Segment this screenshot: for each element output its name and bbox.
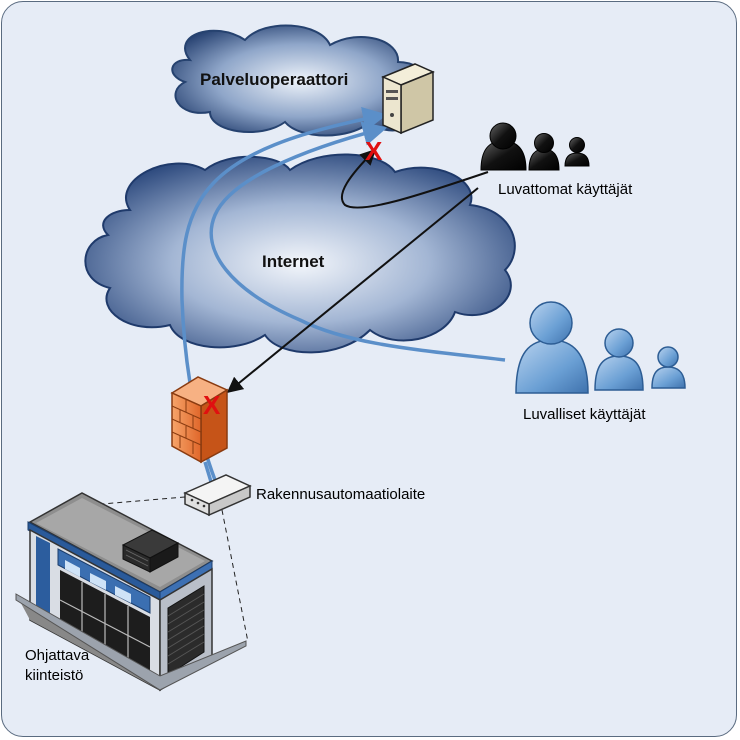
building-icon bbox=[15, 492, 247, 692]
server-icon bbox=[381, 63, 435, 135]
internet-cloud-icon bbox=[84, 153, 516, 354]
unauthorized-connections bbox=[226, 148, 489, 394]
authorized-users-label: Luvalliset käyttäjät bbox=[523, 406, 646, 423]
internet-cloud-label: Internet bbox=[262, 252, 325, 271]
blocked-marker-server: X bbox=[365, 136, 383, 166]
firewall-icon bbox=[170, 376, 229, 464]
unauthorized-user-small bbox=[564, 137, 590, 167]
unauthorized-users-label: Luvattomat käyttäjät bbox=[498, 181, 633, 198]
authorized-user-large bbox=[515, 301, 589, 394]
device-building-link bbox=[77, 496, 249, 643]
building-label: Ohjattava kiinteistö bbox=[25, 647, 90, 684]
operator-cloud-label: Palveluoperaattori bbox=[200, 70, 349, 89]
unauthorized-user-medium bbox=[528, 133, 560, 171]
blocked-marker-firewall: X bbox=[203, 390, 221, 420]
automation-device-label: Rakennusautomaatiolaite bbox=[256, 486, 426, 503]
unauthorized-user-group-icon bbox=[480, 122, 590, 171]
unauthorized-user-large bbox=[480, 122, 527, 171]
authorized-user-small bbox=[651, 346, 686, 389]
network-device-icon bbox=[183, 474, 252, 517]
authorized-user-group-icon bbox=[515, 301, 686, 394]
authorized-user-medium bbox=[594, 328, 644, 391]
